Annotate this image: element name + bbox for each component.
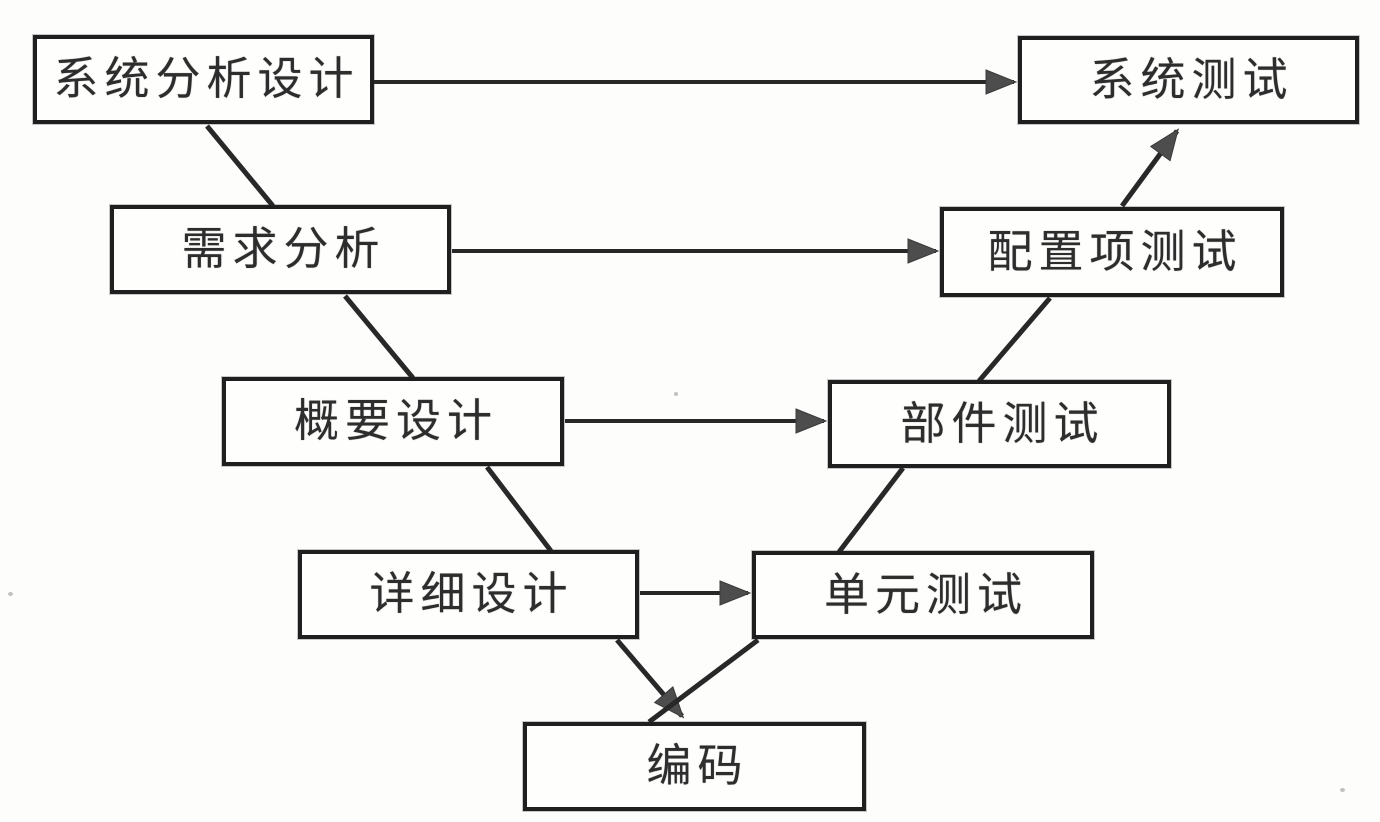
node-requirements-analysis: 需求分析 bbox=[110, 205, 451, 294]
edge-configuration-item-test-to-system-test bbox=[1119, 128, 1180, 208]
node-label: 部件测试 bbox=[900, 398, 1105, 449]
edge-requirements-analysis-to-preliminary-design bbox=[343, 294, 415, 380]
node-label: 编码 bbox=[646, 741, 749, 791]
edge-unit-test-to-component-test bbox=[837, 466, 905, 554]
node-system-analysis-design: 系统分析设计 bbox=[33, 35, 374, 124]
node-component-test: 部件测试 bbox=[828, 380, 1171, 468]
edge-preliminary-design-to-detailed-design bbox=[485, 465, 553, 553]
node-label: 详细设计 bbox=[369, 569, 574, 619]
node-system-test: 系统测试 bbox=[1018, 36, 1359, 124]
node-label: 配置项测试 bbox=[987, 226, 1243, 277]
node-label: 单元测试 bbox=[823, 569, 1028, 620]
node-label: 需求分析 bbox=[181, 224, 386, 274]
scan-speck bbox=[8, 592, 13, 596]
node-unit-test: 单元测试 bbox=[752, 551, 1094, 639]
scan-speck bbox=[1340, 788, 1345, 792]
node-label: 系统测试 bbox=[1089, 54, 1294, 105]
node-coding: 编码 bbox=[523, 722, 866, 811]
scan-speck bbox=[674, 392, 678, 396]
node-detailed-design: 详细设计 bbox=[298, 550, 639, 639]
edge-coding-to-unit-test bbox=[647, 638, 760, 724]
node-configuration-item-test: 配置项测试 bbox=[940, 207, 1284, 297]
node-preliminary-design: 概要设计 bbox=[222, 377, 564, 466]
edge-component-test-to-configuration-item-test bbox=[977, 296, 1052, 383]
edge-system-analysis-design-to-requirements-analysis bbox=[205, 124, 275, 208]
node-label: 概要设计 bbox=[293, 396, 498, 446]
node-label: 系统分析设计 bbox=[53, 54, 360, 104]
